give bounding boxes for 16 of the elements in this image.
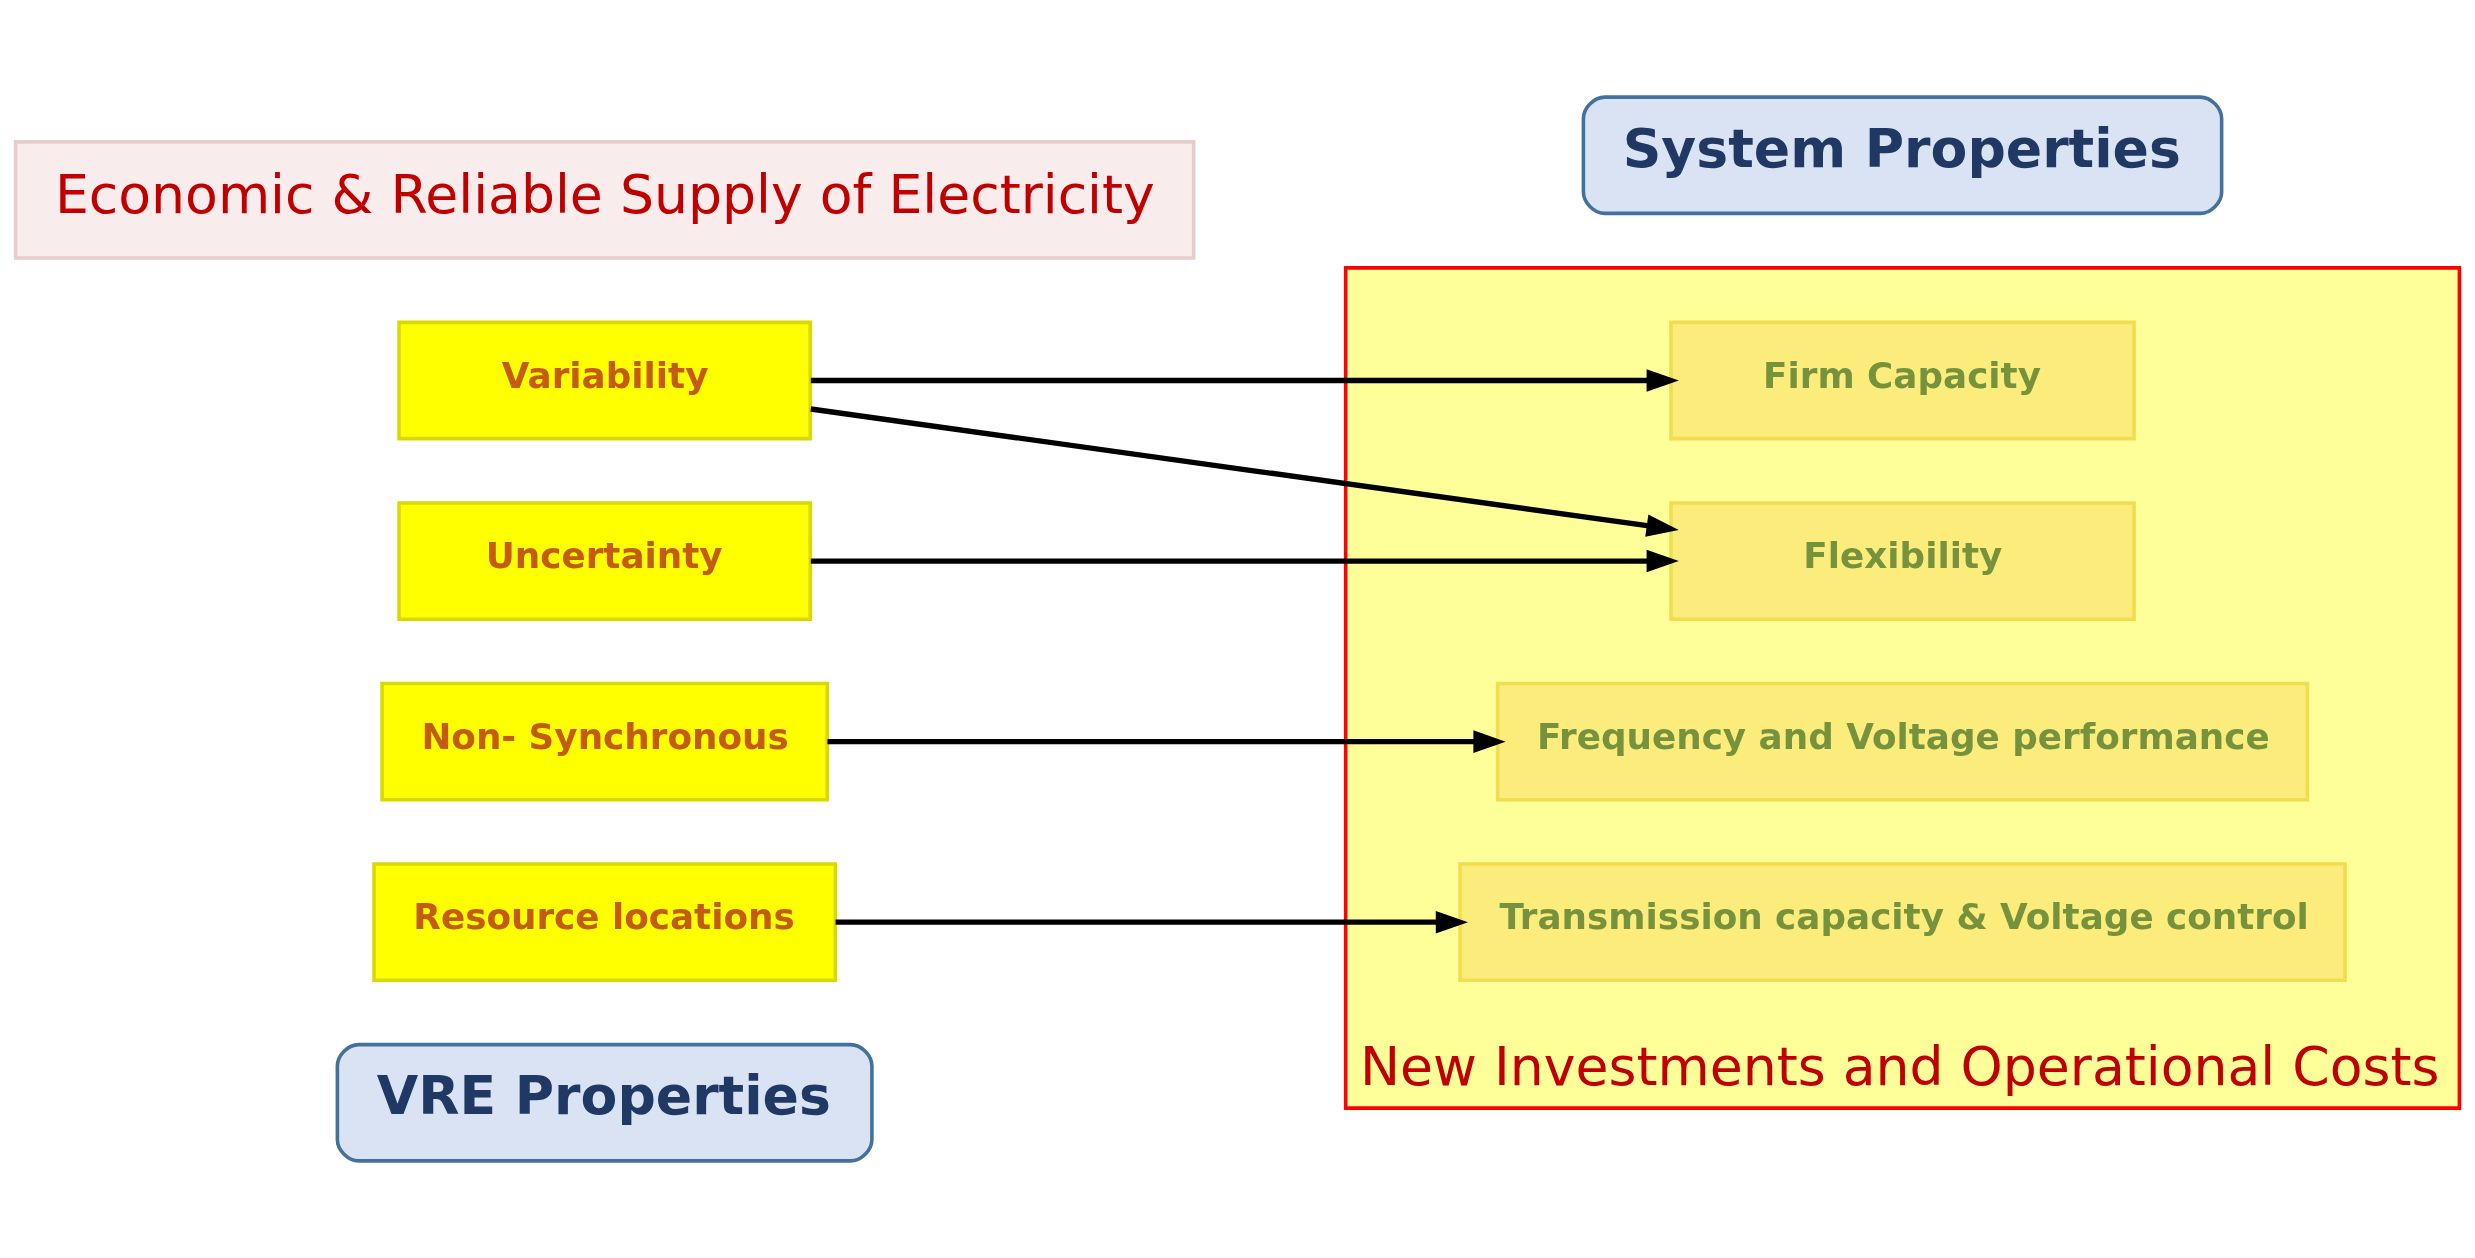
node-box: Frequency and Voltage performance xyxy=(1495,681,2310,802)
node-box: Firm Capacity xyxy=(1669,320,2136,441)
node-box: System Properties xyxy=(1581,95,2224,216)
node-box: Uncertainty xyxy=(397,501,812,621)
node-box: Non- Synchronous xyxy=(380,681,829,802)
node-box: VRE Properties xyxy=(335,1042,874,1163)
node-box: Flexibility xyxy=(1669,501,2136,621)
node-box: Economic & Reliable Supply of Electricity xyxy=(13,140,1196,260)
node-box: Variability xyxy=(397,320,812,441)
arrow xyxy=(810,369,1679,392)
node-box: Resource locations xyxy=(372,862,838,983)
arrow xyxy=(810,549,1679,573)
node-box: Transmission capacity & Voltage control xyxy=(1458,862,2347,983)
arrow xyxy=(835,910,1469,934)
arrow xyxy=(810,406,1679,537)
arrow xyxy=(827,730,1506,753)
